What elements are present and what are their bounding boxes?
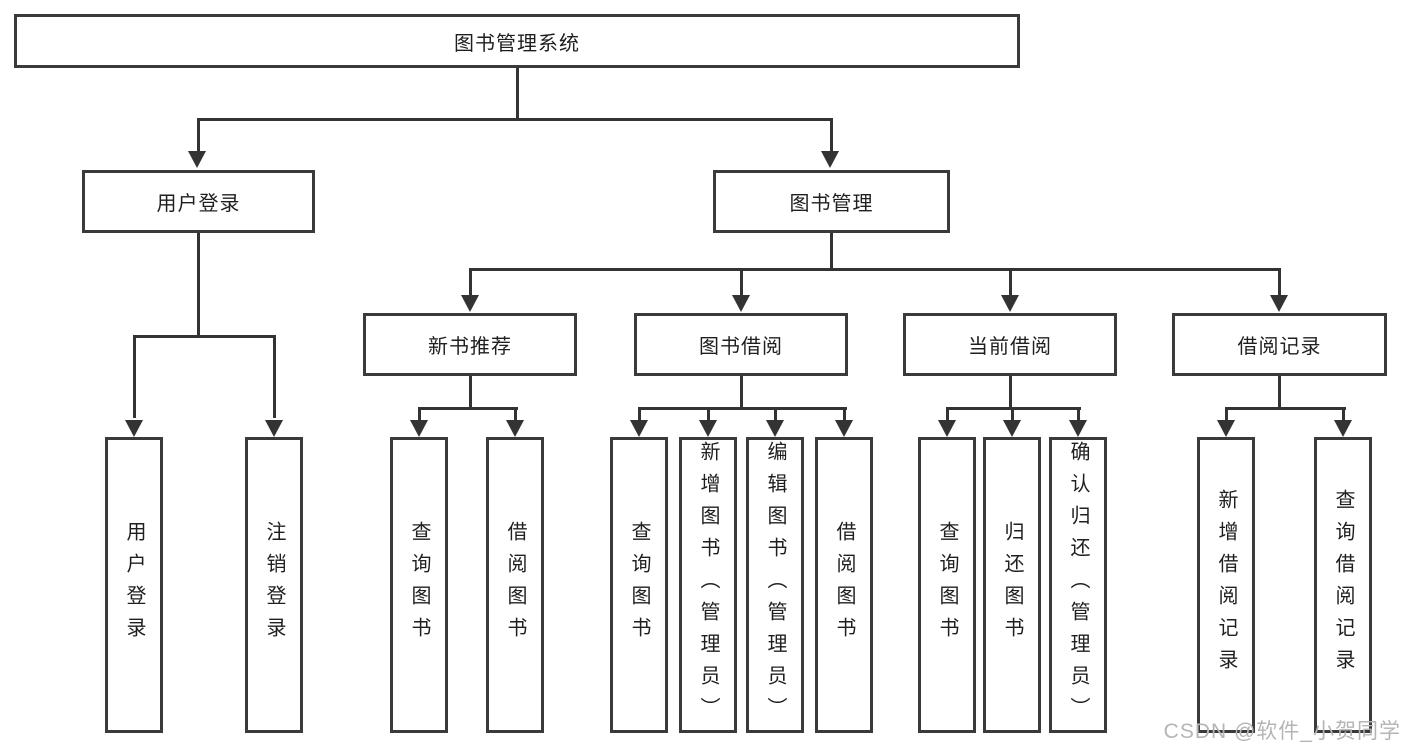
- connector-br-bus: [1226, 407, 1346, 410]
- connector-root-bus: [197, 118, 833, 121]
- connector-to-br-add: [1225, 407, 1228, 420]
- connector-to-rec-borrow: [514, 407, 517, 420]
- node-leaf-user-login-label: 用户登录: [123, 521, 145, 649]
- connector-to-book-borrow: [740, 268, 743, 295]
- node-leaf-cb-confirm-label: 确认归还（管理员）: [1067, 441, 1089, 729]
- connector-cb-stem: [1009, 376, 1012, 407]
- node-current-borrow: 当前借阅: [903, 313, 1117, 376]
- connector-to-user-login: [197, 118, 200, 152]
- node-borrow-records: 借阅记录: [1172, 313, 1387, 376]
- node-book-mgmt-label: 图书管理: [789, 193, 874, 215]
- node-root-label: 图书管理系统: [454, 32, 580, 55]
- connector-to-book-mgmt: [830, 118, 833, 152]
- node-user-login: 用户登录: [82, 170, 315, 233]
- connector-to-rec-query: [418, 407, 421, 420]
- connector-user-login-stem: [197, 233, 200, 335]
- node-new-book-rec: 新书推荐: [363, 313, 577, 376]
- arrow-down-icon: [188, 151, 206, 168]
- node-leaf-bb-borrow: 借阅图书: [815, 437, 873, 733]
- node-new-book-rec-label: 新书推荐: [428, 336, 512, 358]
- connector-br-stem: [1278, 376, 1281, 407]
- arrow-down-icon: [732, 295, 750, 312]
- node-leaf-cb-confirm: 确认归还（管理员）: [1049, 437, 1107, 733]
- connector-to-new-book-rec: [469, 268, 472, 295]
- node-leaf-bb-query-label: 查询图书: [628, 521, 650, 649]
- node-leaf-br-add-label: 新增借阅记录: [1215, 489, 1237, 681]
- node-leaf-cb-query: 查询图书: [918, 437, 976, 733]
- connector-to-br-query: [1342, 407, 1345, 420]
- arrow-down-icon: [766, 420, 784, 437]
- arrow-down-icon: [1003, 420, 1021, 437]
- connector-cb-bus: [947, 407, 1081, 410]
- node-leaf-bb-borrow-label: 借阅图书: [833, 521, 855, 649]
- arrow-down-icon: [1217, 420, 1235, 437]
- node-leaf-rec-query: 查询图书: [390, 437, 448, 733]
- node-leaf-bb-query: 查询图书: [610, 437, 668, 733]
- connector-to-bb-borrow: [843, 407, 846, 420]
- arrow-down-icon: [410, 420, 428, 437]
- csdn-watermark: CSDN @软件_小贺同学: [1163, 720, 1401, 743]
- node-leaf-bb-edit: 编辑图书（管理员）: [746, 437, 804, 733]
- node-root: 图书管理系统: [14, 14, 1020, 68]
- node-borrow-records-label: 借阅记录: [1237, 336, 1322, 358]
- node-leaf-cb-query-label: 查询图书: [936, 521, 958, 649]
- connector-to-cb-query: [946, 407, 949, 420]
- node-leaf-rec-borrow: 借阅图书: [486, 437, 544, 733]
- node-leaf-br-query-label: 查询借阅记录: [1332, 489, 1354, 681]
- arrow-down-icon: [1334, 420, 1352, 437]
- node-leaf-br-query: 查询借阅记录: [1314, 437, 1372, 733]
- node-leaf-rec-borrow-label: 借阅图书: [504, 521, 526, 649]
- arrow-down-icon: [506, 420, 524, 437]
- connector-to-cb-return: [1011, 407, 1014, 420]
- connector-root-stem: [516, 68, 519, 118]
- arrow-down-icon: [1270, 295, 1288, 312]
- arrow-down-icon: [265, 420, 283, 437]
- node-leaf-user-login: 用户登录: [105, 437, 163, 733]
- arrow-down-icon: [938, 420, 956, 437]
- node-book-mgmt: 图书管理: [713, 170, 950, 233]
- connector-to-cb-confirm: [1077, 407, 1080, 420]
- node-book-borrow-label: 图书借阅: [699, 336, 783, 358]
- arrow-down-icon: [630, 420, 648, 437]
- connector-user-login-bus: [134, 335, 276, 338]
- arrow-down-icon: [125, 420, 143, 437]
- node-leaf-bb-add-label: 新增图书（管理员）: [697, 441, 719, 729]
- connector-to-leaf-logout: [273, 335, 276, 418]
- connector-rec-bus: [419, 407, 518, 410]
- connector-to-bb-edit: [774, 407, 777, 420]
- arrow-down-icon: [699, 420, 717, 437]
- connector-rec-stem: [469, 376, 472, 407]
- node-leaf-bb-add: 新增图书（管理员）: [679, 437, 737, 733]
- arrow-down-icon: [821, 151, 839, 168]
- connector-bb-stem: [740, 376, 743, 407]
- arrow-down-icon: [1069, 420, 1087, 437]
- connector-to-borrow-records: [1278, 268, 1281, 295]
- connector-to-leaf-user-login: [133, 335, 136, 418]
- arrow-down-icon: [1001, 295, 1019, 312]
- connector-to-bb-query: [638, 407, 641, 420]
- node-leaf-bb-edit-label: 编辑图书（管理员）: [764, 441, 786, 729]
- node-leaf-rec-query-label: 查询图书: [408, 521, 430, 649]
- node-book-borrow: 图书借阅: [634, 313, 848, 376]
- node-leaf-cb-return: 归还图书: [983, 437, 1041, 733]
- arrow-down-icon: [461, 295, 479, 312]
- node-leaf-br-add: 新增借阅记录: [1197, 437, 1255, 733]
- connector-to-current-borrow: [1009, 268, 1012, 295]
- node-leaf-logout-label: 注销登录: [263, 521, 285, 649]
- node-leaf-cb-return-label: 归还图书: [1001, 521, 1023, 649]
- node-leaf-logout: 注销登录: [245, 437, 303, 733]
- connector-bb-bus: [639, 407, 847, 410]
- connector-to-bb-add: [707, 407, 710, 420]
- connector-book-mgmt-stem: [830, 233, 833, 268]
- node-user-login-label: 用户登录: [156, 193, 241, 215]
- connector-book-mgmt-bus: [470, 268, 1281, 271]
- node-current-borrow-label: 当前借阅: [968, 336, 1052, 358]
- arrow-down-icon: [835, 420, 853, 437]
